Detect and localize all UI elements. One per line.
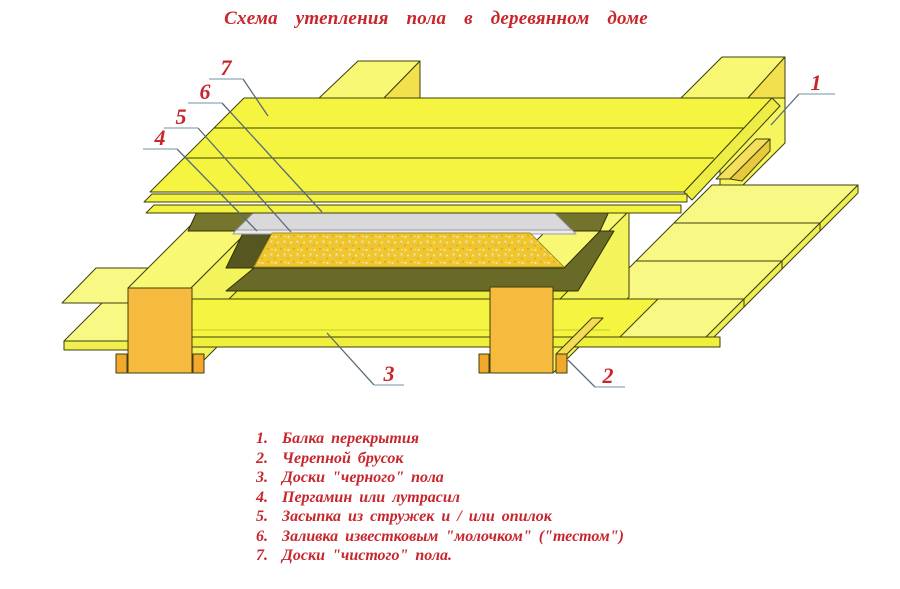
- legend-item-label: Доски "чистого" пола.: [282, 547, 453, 564]
- callout-7-number: 7: [221, 55, 233, 80]
- legend-item-label: Доски "черного" пола: [282, 469, 444, 486]
- callout-6-number: 6: [200, 79, 211, 104]
- callouts: 1 2 3 4 5: [143, 55, 835, 388]
- callout-5-number: 5: [176, 104, 187, 129]
- legend-item-6: 6. Заливка известковым "молочком" ("тесто…: [256, 527, 624, 547]
- legend-item-2: 2. Черепной брусок: [256, 449, 624, 469]
- legend-item-3: 3. Доски "черного" пола: [256, 468, 624, 488]
- callout-1-leader: [770, 93, 800, 126]
- callout-3-number: 3: [383, 361, 395, 386]
- callout-5: 5: [164, 104, 292, 233]
- legend-item-number: 6.: [256, 527, 268, 545]
- callout-7: 7: [209, 55, 269, 117]
- legend-item-label: Заливка известковым "молочком" ("тестом"…: [282, 527, 624, 545]
- callout-4: 4: [143, 125, 258, 232]
- legend-item-5: 5. Засыпка из стружек и / или опилок: [256, 507, 624, 527]
- cranial-bar-left-beam-right: [192, 353, 205, 374]
- beam-left-cut-face: [127, 287, 193, 374]
- callout-2-leader: [567, 359, 596, 388]
- callout-3: 3: [326, 332, 404, 386]
- callout-1-number: 1: [811, 70, 822, 95]
- page-title: Схема утепления пола в деревянном доме: [224, 8, 648, 29]
- callout-6-leader: [221, 102, 323, 213]
- legend-item-number: 3.: [256, 469, 268, 486]
- callout-4-leader: [176, 148, 258, 232]
- legend-item-label: Балка перекрытия: [282, 430, 419, 447]
- cranial-bar-right-beam-right: [555, 353, 568, 374]
- callout-6: 6: [188, 79, 323, 213]
- subfloor-band-front-face: [149, 336, 721, 348]
- legend-item-1: 1. Балка перекрытия: [256, 429, 624, 449]
- callout-1: 1: [770, 70, 835, 126]
- callout-2: 2: [567, 359, 625, 388]
- callout-3-leader: [326, 332, 375, 386]
- beam-right-cut-face: [489, 286, 554, 374]
- sawdust-fill: [253, 232, 565, 268]
- legend-item-number: 7.: [256, 547, 268, 564]
- clean-floor-end-faces: [683, 97, 781, 201]
- callout-7-leader: [242, 78, 269, 117]
- cranial-bar-side-face-far: [729, 138, 771, 182]
- callout-5-leader: [197, 127, 292, 233]
- cranial-bar-right-beam-wedge: [555, 317, 604, 355]
- callout-2-number: 2: [602, 363, 614, 388]
- legend-item-4: 4. Пергамин или лутрасил: [256, 488, 624, 508]
- legend-item-number: 2.: [256, 449, 268, 467]
- legend-item-label: Засыпка из стружек и / или опилок: [282, 508, 552, 525]
- legend-item-7: 7. Доски "чистого" пола.: [256, 546, 624, 566]
- legend: 1. Балка перекрытия 2. Черепной брусок 3. Д…: [256, 429, 624, 566]
- legend-item-label: Пергамин или лутрасил: [282, 488, 460, 506]
- cranial-bar-left-beam-left: [115, 353, 128, 374]
- legend-item-number: 4.: [256, 488, 268, 506]
- clean-floor-edge-strip-1: [143, 193, 688, 203]
- legend-item-number: 1.: [256, 430, 268, 447]
- cranial-bar-right-beam-left: [478, 353, 490, 374]
- callout-4-number: 4: [154, 125, 166, 150]
- legend-item-label: Черепной брусок: [282, 449, 404, 467]
- legend-item-number: 5.: [256, 508, 268, 525]
- clean-floor-edge-strip-2: [145, 204, 682, 214]
